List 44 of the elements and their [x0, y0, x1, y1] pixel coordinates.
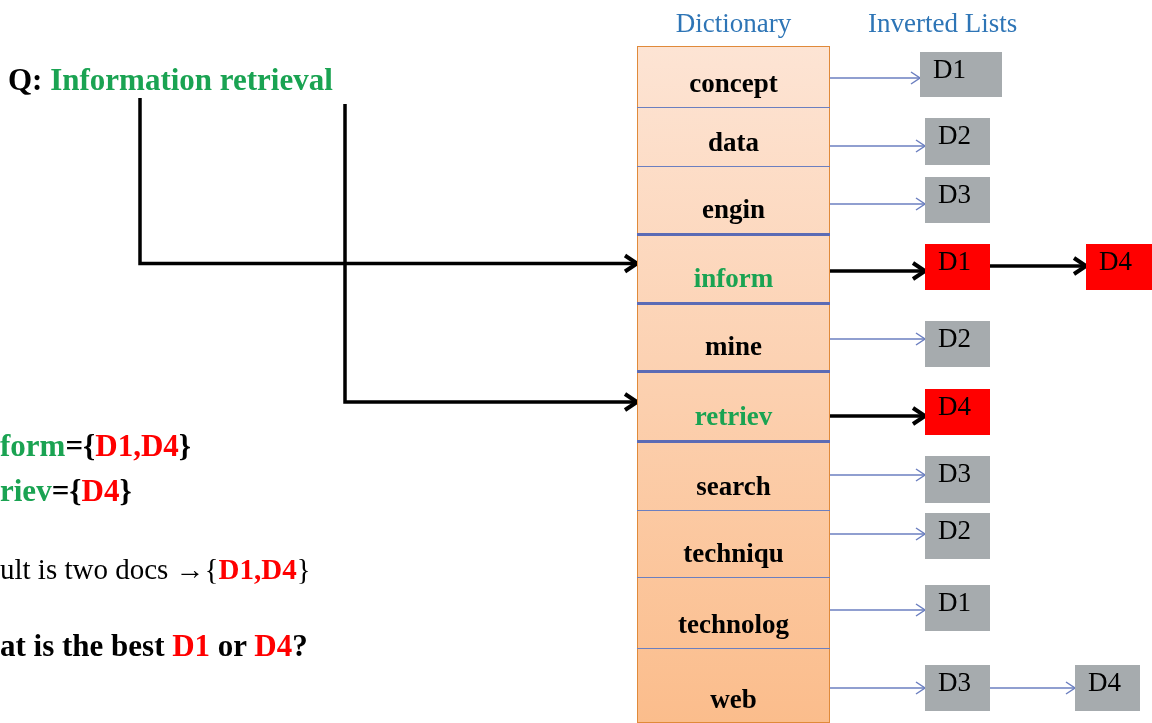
- column-heading: Inverted Lists: [868, 8, 1018, 39]
- document-box: D4: [1086, 244, 1152, 290]
- dictionary-row: search: [637, 440, 830, 510]
- arrow: [989, 256, 1088, 276]
- arrow: [828, 527, 926, 541]
- arrow: [343, 104, 639, 412]
- column-heading: Dictionary: [674, 8, 793, 39]
- document-box: D2: [925, 513, 990, 559]
- arrow: [829, 406, 927, 426]
- arrow: [828, 139, 926, 153]
- document-box: D1: [925, 585, 990, 631]
- posting-set: riev={D4}: [0, 473, 132, 509]
- document-box: D3: [925, 177, 990, 223]
- dictionary-row: mine: [637, 302, 830, 370]
- arrow: [828, 681, 926, 695]
- arrow: [829, 261, 927, 281]
- arrow: [828, 468, 926, 482]
- dictionary-row: technolog: [637, 577, 830, 648]
- document-box: D2: [925, 321, 990, 367]
- document-box: D4: [925, 389, 990, 435]
- document-box: D1: [920, 52, 1002, 97]
- posting-set: form={D1,D4}: [0, 428, 192, 464]
- result-note: ult is two docs →{D1,D4}: [0, 553, 311, 586]
- dictionary-row: concept: [637, 46, 830, 107]
- document-box: D3: [925, 665, 990, 711]
- dictionary-row: engin: [637, 166, 830, 233]
- document-box: D2: [925, 118, 990, 165]
- arrow: [828, 603, 926, 617]
- arrow: [828, 71, 921, 85]
- dictionary-row: web: [637, 648, 830, 723]
- dictionary-row: data: [637, 107, 830, 166]
- arrow: [138, 98, 639, 274]
- arrow: [828, 332, 926, 346]
- arrow: [988, 681, 1076, 695]
- arrow: [828, 197, 926, 211]
- dictionary-row: inform: [637, 233, 830, 302]
- document-box: D1: [925, 244, 990, 290]
- query-text: Information retrieval: [50, 62, 333, 97]
- dictionary-row: techniqu: [637, 510, 830, 577]
- question-text: at is the best D1 or D4?: [0, 628, 308, 664]
- query-label: Q:: [8, 62, 43, 97]
- document-box: D4: [1075, 665, 1140, 711]
- dictionary-row: retriev: [637, 370, 830, 440]
- document-box: D3: [925, 456, 990, 503]
